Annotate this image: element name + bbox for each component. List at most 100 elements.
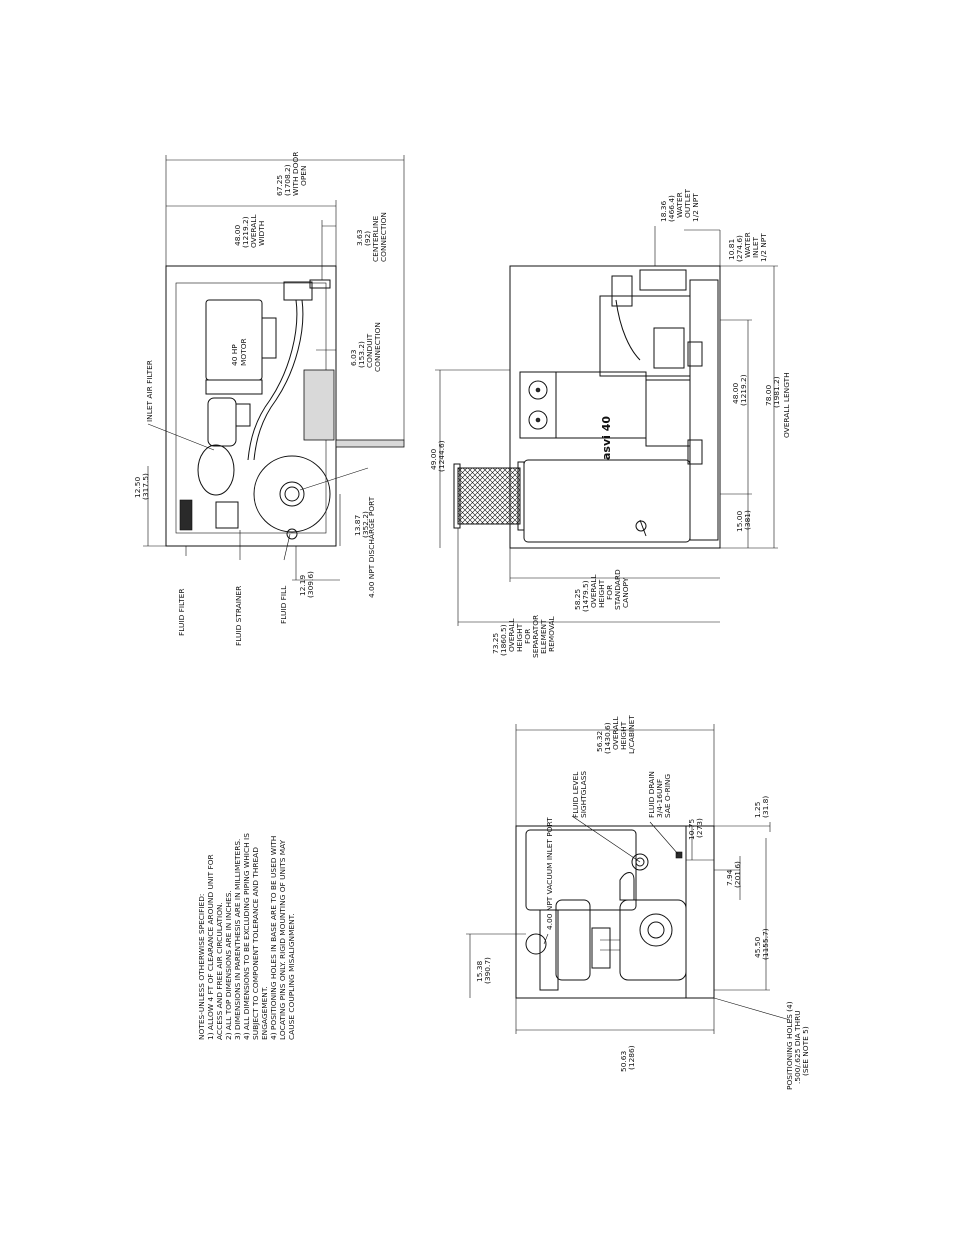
fluid-drain-label: SAE O-RING [663,774,672,818]
dim-label: (1479.5) [581,580,590,612]
note-line: 4) ALL DIMENSIONS TO BE EXCLUDING PIPING… [242,833,251,1040]
note-line: 1) ALLOW 4 FT OF CLEARANCE AROUND UNIT F… [206,854,215,1040]
dim-label: WITH DOOR [291,152,300,196]
dim-label: FOR [523,629,532,644]
dim-label: (1286) [627,1045,636,1070]
dim-label: CONNECTION [373,322,382,372]
note-line: 2) ALL TOP DIMENSIONS ARE IN INCHES. [224,890,233,1040]
dim-label: OVERALL [249,214,258,248]
dim-label: OVERALL [589,574,598,608]
dim-label: 58.25 [573,589,582,610]
note-line: ACCESS AND FREE AIR CIRCULATION. [215,902,224,1040]
side-view: asvi 40 18.36 (466.4) WATER OUTLET 1/2 N… [429,188,791,658]
positioning-label: POSITIONING HOLES (4) [785,1001,794,1090]
brand-label: asvi 40 [600,416,613,460]
control-panel [519,371,557,439]
dim-label: (31.8) [761,796,770,818]
dim-label: 45.50 [753,937,762,958]
dim-label: 1/2 NPT [759,233,768,262]
notes-block: NOTES-UNLESS OTHERWISE SPECIFIED: 1) ALL… [197,833,296,1040]
dim-label: 48.00 [731,383,740,404]
motor-body [205,299,263,381]
note-line: ENGAGEMENT. [260,986,269,1040]
note-line: CAUSE COUPLING MISALIGNMENT. [287,913,296,1040]
inlet-port-label: 4.00 NPT VACUUM INLET PORT [545,817,554,930]
dim-label: 10.75 [687,819,696,840]
fluid-drain [675,851,683,859]
dim-label: CONDUIT [365,333,374,368]
dim-label: ELEMENT [539,619,548,654]
dim-label: CONNECTION [379,212,388,262]
motor-label: MOTOR [239,338,248,366]
dim-label: 1.25 [753,801,762,818]
notes-header: NOTES-UNLESS OTHERWISE SPECIFIED: [197,894,206,1040]
dim-label: 50.63 [619,1051,628,1072]
positioning-label: .500/.625 DIA THRU [793,1010,802,1084]
separator-element [457,467,521,525]
dim-label: 10.81 [727,239,736,260]
dim-label: 13.87 [353,515,362,536]
dim-label: 48.00 [233,225,242,246]
fluid-drain-label: FLUID DRAIN [647,771,656,818]
dim-label: (1219.2) [739,374,748,406]
note-line: LOCATING PINS ONLY. RIGID MOUNTING OF UN… [278,839,287,1040]
dim-label: (201.6) [733,861,742,888]
dim-label: (1430.6) [603,722,612,754]
side-separator-tank [523,459,691,543]
dim-label: (1860.5) [499,624,508,656]
dim-label: STANDARD [613,569,622,610]
dim-label: INLET [751,237,760,258]
inlet-air-filter-label: INLET AIR FILTER [145,360,154,422]
fluid-strainer-label: FLUID STRAINER [234,586,243,646]
fluid-fill-label: FLUID FILL [279,585,288,624]
dim-label: WATER [743,232,752,258]
dim-label: HEIGHT [597,579,606,608]
dim-label: 49.00 [429,449,438,470]
gauge [528,380,548,400]
dim-label: 18.36 [659,201,668,222]
dim-label: 78.00 [764,385,773,406]
motor-label: 40 HP [230,344,239,366]
sight-glass [631,853,649,871]
dim-label: (466.4) [667,195,676,222]
dim-label: SEPARATOR [531,615,540,658]
side-view-frame [509,265,721,549]
discharge-port-label: 4.00 NPT DISCHARGE PORT [367,496,376,598]
dim-label: (274.6) [735,235,744,262]
dim-label: (1244.6) [437,440,446,472]
dim-label: WATER [675,192,684,218]
sight-glass-label: FLUID LEVEL [571,771,580,818]
inlet-air-filter-body [197,444,235,496]
dim-label: (352.2) [361,511,370,538]
dim-label: FOR [605,585,614,600]
dim-label: (381) [743,510,752,530]
dim-label: (1219.2) [241,216,250,248]
note-line: 3) DIMENSIONS IN PARENTHESIS ARE IN MILL… [233,839,242,1040]
fluid-filter-label: FLUID FILTER [177,589,186,636]
dim-label: 12.19 [298,575,307,596]
dim-label: (1155.7) [761,928,770,960]
dim-label: OVERALL [611,716,620,750]
dim-label: 56.32 [595,731,604,752]
dim-label: 73.25 [491,633,500,654]
dim-label: (273) [695,818,704,838]
separator-tank [253,455,331,533]
gauge [528,410,548,430]
positioning-label: (SEE NOTE 5) [801,1026,810,1076]
dim-label: CENTERLINE [371,215,380,262]
dim-label: OUTLET [683,188,692,218]
dim-label: (1981.2) [772,376,781,408]
dim-label: 7.94 [725,869,734,886]
dim-label: (92) [363,231,372,246]
base-skid [689,279,719,541]
dim-label: (390.7) [483,957,492,984]
dim-label: 12.50 [133,477,142,498]
dim-label: (1708.2) [283,164,292,196]
end-base [685,825,715,999]
sight-glass-label: SIGHTGLASS [579,771,588,818]
dim-label: 1/2 NPT [691,193,700,222]
fluid-strainer [215,501,239,529]
dim-label: CANOPY [621,577,630,608]
dim-label: 6.03 [349,349,358,366]
